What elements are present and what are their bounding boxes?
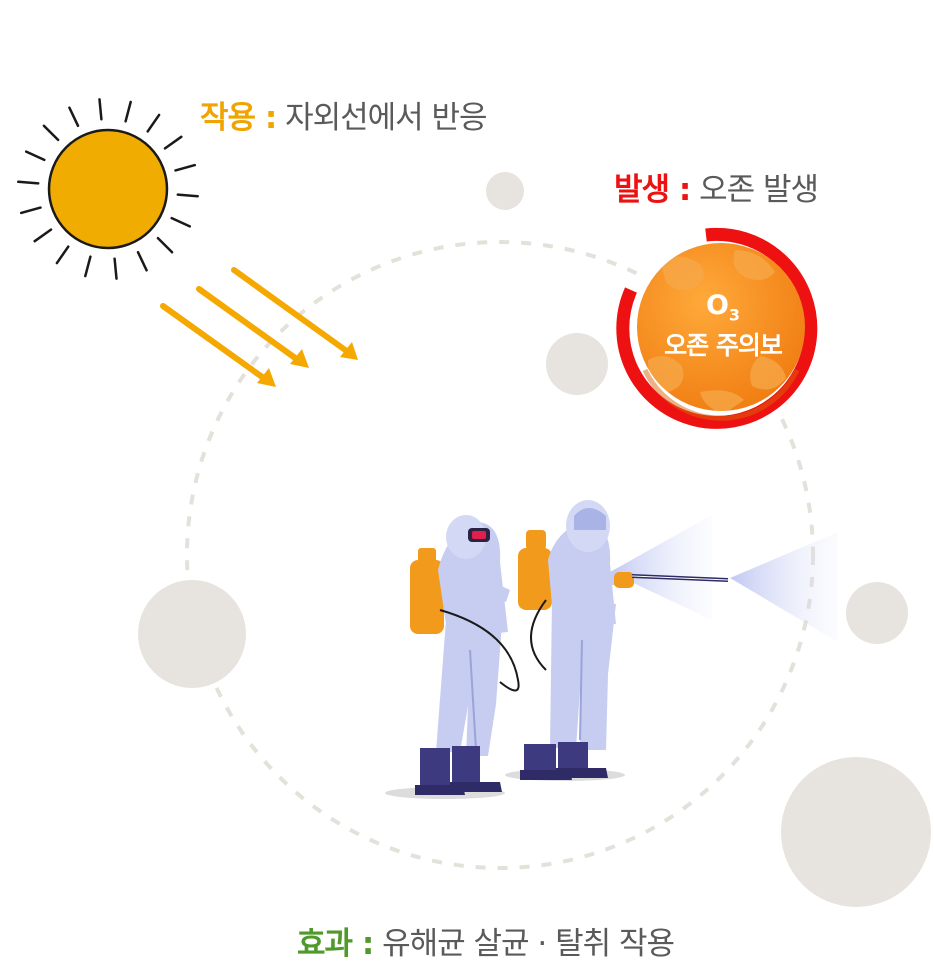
sun-ray	[156, 236, 174, 254]
sun-ray	[176, 193, 199, 198]
ozone-warning-text: 오존 주의보	[664, 331, 783, 360]
sun-ray	[19, 206, 42, 215]
effect-label: 효과 : 유해균 살균 · 탈취 작용	[297, 918, 675, 963]
sun-ray	[113, 257, 118, 280]
ozone-formula-subscript: 3	[728, 305, 741, 325]
action-label-text: 자외선에서 반응	[276, 100, 488, 136]
uv-rays-icon	[160, 267, 358, 387]
sun-ray	[146, 113, 161, 133]
effect-label-head: 효과 :	[297, 926, 374, 962]
bubble	[138, 580, 246, 688]
sun-ray	[170, 216, 192, 228]
sun-icon	[17, 98, 199, 280]
sun-ray	[124, 100, 132, 123]
sun-ray	[17, 180, 40, 185]
bubbles	[138, 172, 931, 907]
bubble	[781, 757, 931, 907]
sun-ray	[42, 124, 60, 142]
occurrence-label-head: 발생 :	[614, 172, 691, 208]
sun-ray	[163, 135, 183, 150]
bubble	[546, 333, 608, 395]
occurrence-label-text: 오존 발생	[690, 172, 819, 208]
bubble	[846, 582, 908, 644]
bubble	[486, 172, 524, 210]
disinfection-workers-illustration	[385, 500, 838, 799]
sun-ray	[55, 245, 70, 265]
effect-label-text: 유해균 살균 · 탈취 작용	[373, 926, 675, 962]
ozone-formula-symbol: O	[705, 290, 729, 321]
sun-ray	[98, 98, 103, 121]
sun-ray	[68, 106, 80, 128]
ozone-globe-icon	[616, 227, 818, 429]
ozone-formula: O3	[673, 290, 773, 324]
sun-ray	[84, 255, 92, 278]
action-label-head: 작용 :	[200, 100, 277, 136]
sun-ray	[136, 250, 148, 272]
sun-ray	[24, 150, 46, 162]
action-label: 작용 : 자외선에서 반응	[200, 92, 488, 137]
worker-left	[410, 515, 520, 795]
occurrence-label: 발생 : 오존 발생	[614, 164, 819, 209]
sun-ray	[33, 228, 53, 243]
sun-ray	[174, 163, 197, 172]
worker-right	[518, 500, 729, 780]
